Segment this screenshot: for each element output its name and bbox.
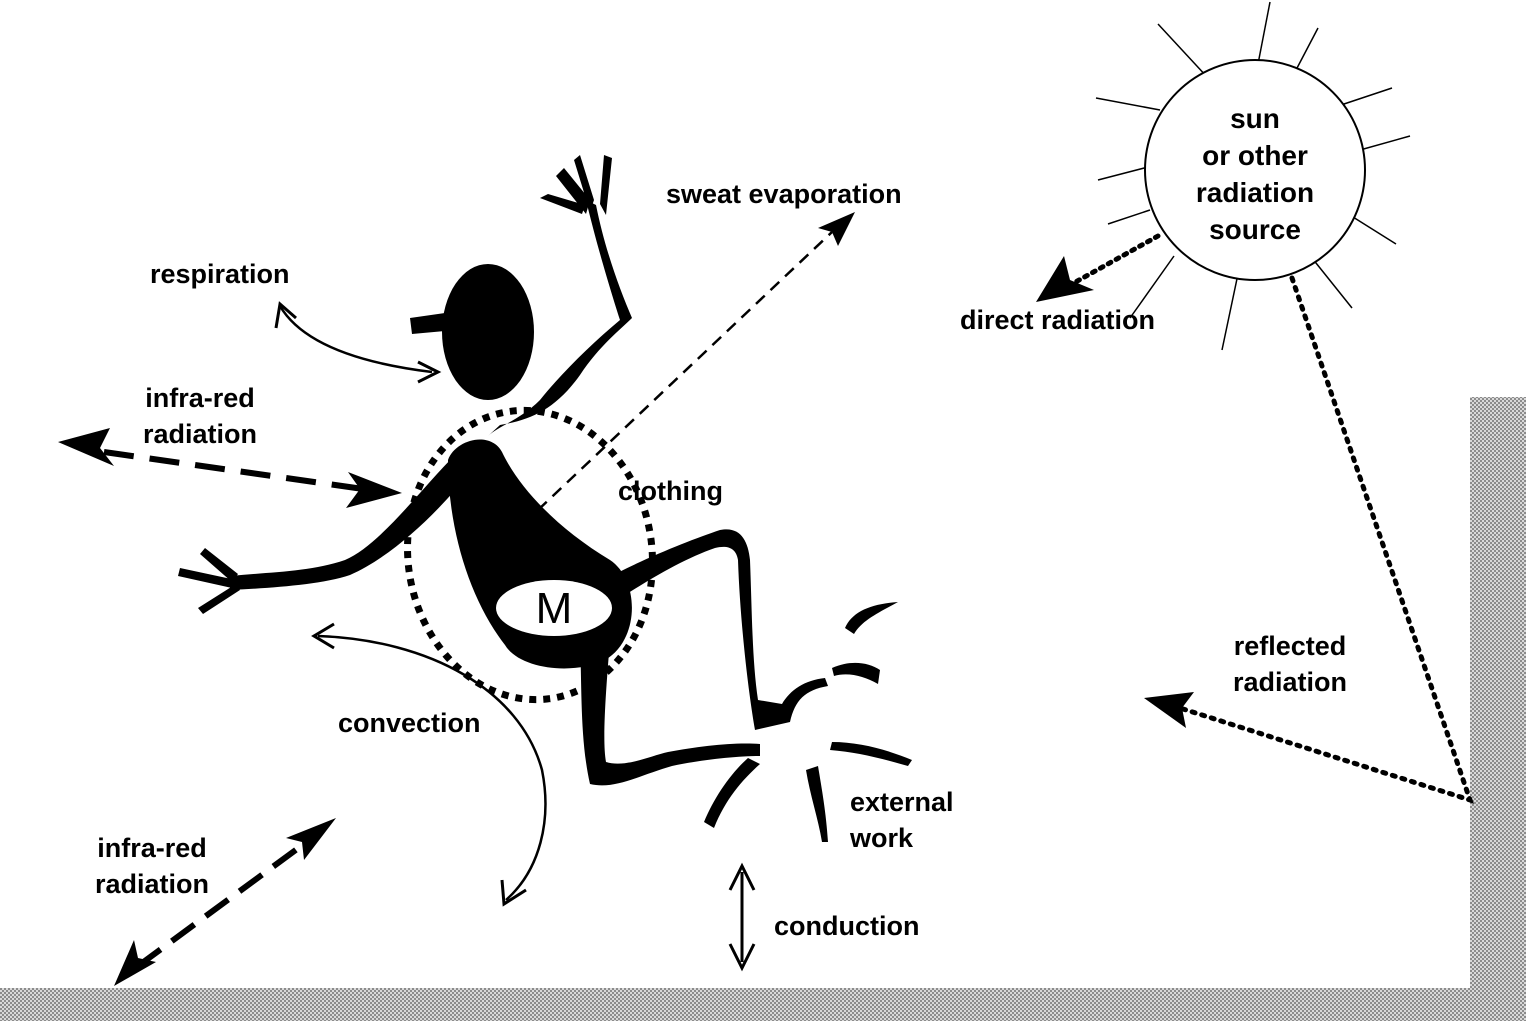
infrared-upper-label: infra-red radiation — [130, 380, 270, 452]
raised-hand — [540, 155, 612, 215]
infrared-lower-arrow — [114, 818, 336, 986]
infrared-upper-label-line2: radiation — [142, 419, 257, 449]
sun-label-line1: sun — [1230, 103, 1280, 134]
reflected-radiation-arrow — [1144, 275, 1474, 804]
infrared-lower-label-line2: radiation — [94, 869, 209, 899]
direct-radiation-arrow — [1036, 233, 1161, 302]
ground-surface — [0, 988, 1526, 1021]
reflected-radiation-label-line2: radiation — [1232, 667, 1347, 697]
cap-brim — [410, 312, 456, 334]
external-work-label-line1: external — [850, 787, 954, 817]
clothing-label: clothing — [618, 476, 723, 506]
sweat-evaporation-arrow — [537, 212, 855, 511]
reflected-radiation-label-line1: reflected — [1233, 631, 1347, 661]
metabolism-ellipse — [496, 580, 612, 636]
sun-label-line4: source — [1209, 214, 1301, 245]
raised-arm — [488, 200, 632, 436]
left-hand — [178, 548, 240, 614]
metabolism-label: M — [535, 584, 573, 633]
sun-label-line2: or other — [1202, 140, 1308, 171]
direct-radiation-label: direct radiation — [960, 305, 1156, 335]
left-arm — [230, 455, 472, 590]
convection-arrow — [311, 622, 547, 907]
head — [442, 264, 534, 400]
sun-icon — [1095, 1, 1411, 351]
conduction-arrow — [728, 862, 756, 972]
infrared-lower-label-line1: infra-red — [97, 833, 207, 863]
sweat-evaporation-label: sweat evaporation — [666, 179, 902, 209]
external-work-label-line2: work — [850, 823, 914, 853]
sun-label: sun or other radiation source — [1180, 100, 1330, 248]
infrared-upper-label-line1: infra-red — [145, 383, 255, 413]
sun-label-line3: radiation — [1195, 177, 1315, 208]
right-leg — [600, 529, 828, 730]
reflected-radiation-label: reflected radiation — [1220, 628, 1360, 700]
motion-marks — [704, 602, 912, 842]
infrared-upper-arrow — [58, 428, 402, 508]
wall-surface — [1470, 397, 1526, 997]
convection-label: convection — [338, 708, 481, 738]
left-leg — [580, 640, 760, 786]
infrared-lower-label: infra-red radiation — [82, 830, 222, 902]
conduction-label: conduction — [774, 911, 920, 941]
respiration-arrow — [274, 301, 442, 384]
respiration-label: respiration — [150, 259, 290, 289]
external-work-label: external work — [850, 784, 954, 856]
clothing-boundary — [404, 406, 656, 704]
